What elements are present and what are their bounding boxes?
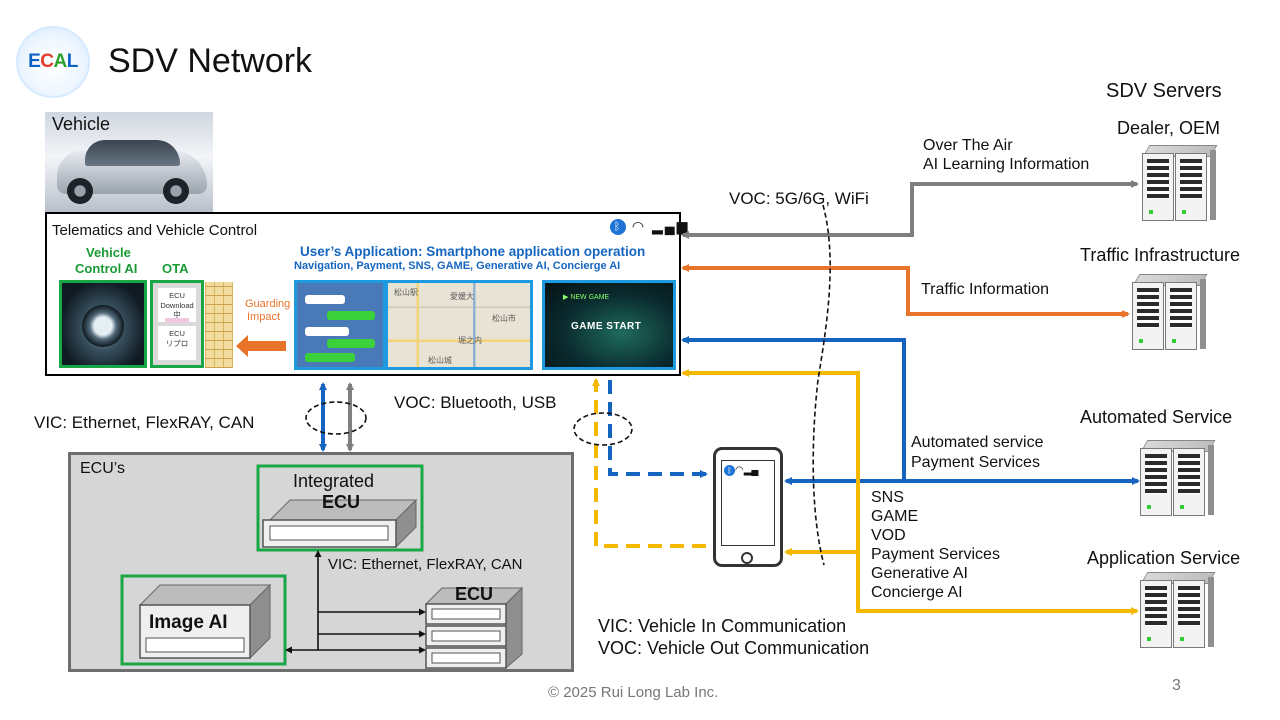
ecal-logo: ECAL <box>18 28 88 96</box>
smartphone-icon: ᛒ◠▂▄ <box>713 447 783 567</box>
logo-letter: A <box>53 51 68 72</box>
vic-main-label: VIC: Ethernet, FlexRAY, CAN <box>34 413 255 432</box>
signal-icon: ▂▄ <box>743 465 759 477</box>
wifi-icon: ◠ <box>631 218 647 234</box>
map-label: 松山駅 <box>394 288 418 297</box>
ecu-label: ECU <box>455 584 494 604</box>
server-label-automated: Automated Service <box>1080 407 1233 427</box>
image-ai-label: Image AI <box>149 612 228 633</box>
wifi-icon: ◠ <box>735 465 744 477</box>
image-ai-frame <box>120 574 287 666</box>
page-title: SDV Network <box>108 42 313 80</box>
game-screenshot: ▶ NEW GAME GAME START <box>542 280 676 370</box>
navigation-map-screenshot: 松山駅 愛媛大 松山市 堀之内 松山城 <box>385 280 533 370</box>
automated-line-2: Payment Services <box>911 454 1040 471</box>
vehicle-control-ai-image <box>59 280 147 368</box>
chat-app-screenshot <box>294 280 386 370</box>
signal-icon: ▂▄▆ <box>652 218 690 234</box>
app-line-concierge-ai: Concierge AI <box>871 584 963 601</box>
ecus-panel-label: ECU’s <box>80 460 126 477</box>
server-rack-icon <box>1142 145 1218 223</box>
servers-heading: SDV Servers <box>1106 80 1222 102</box>
ota-screen2-line1: ECU <box>169 329 185 338</box>
link-traffic-infra <box>681 264 1130 318</box>
ota-screen1-line1: ECU <box>169 291 185 300</box>
integrated-ecu-label-line1: Integrated <box>293 471 375 491</box>
traffic-info-label: Traffic Information <box>921 281 1050 298</box>
voc-wireless-label: VOC: 5G/6G, WiFi <box>729 189 869 208</box>
vehicle-image <box>45 112 213 212</box>
ota-line-2: AI Learning Information <box>923 156 1090 173</box>
map-label: 松山城 <box>428 356 452 365</box>
vehicle-control-ai-label-line1: Vehicle <box>86 245 131 260</box>
link-application-service <box>681 369 1139 615</box>
server-rack-icon <box>1140 440 1216 518</box>
user-app-title: User’s Application: Smartphone applicati… <box>300 244 646 259</box>
guarding-arrow <box>236 335 286 357</box>
logo-letter: C <box>40 51 54 72</box>
automated-line-1: Automated service <box>911 434 1044 451</box>
ecu-internal-bus <box>285 550 426 654</box>
app-line-game: GAME <box>871 508 919 525</box>
map-label: 愛媛大 <box>450 292 474 301</box>
server-label-dealer: Dealer, OEM <box>1117 118 1221 138</box>
ota-label: OTA <box>162 261 189 276</box>
server-label-application: Application Service <box>1087 548 1241 568</box>
firewall-wall <box>205 282 233 368</box>
server-rack-icon <box>1140 572 1216 650</box>
logo-letter: L <box>66 51 79 72</box>
guarding-label-line1: Guarding <box>245 298 291 310</box>
map-label: 堀之内 <box>458 336 482 345</box>
logo-letter: E <box>28 51 41 72</box>
link-dealer-oem <box>681 180 1139 239</box>
ota-screen2-line2: リプロ <box>165 339 189 348</box>
integrated-ecu-label-line2: ECU <box>322 492 361 512</box>
server-label-traffic: Traffic Infrastructure <box>1080 245 1241 265</box>
app-line-sns: SNS <box>871 489 904 506</box>
app-line-vod: VOD <box>871 527 906 544</box>
map-label: 松山市 <box>492 314 516 323</box>
status-icons: ᛒ ◠ ▂▄▆ <box>610 218 690 236</box>
legend-voc: VOC: Vehicle Out Communication <box>598 638 870 658</box>
legend-vic: VIC: Vehicle In Communication <box>598 616 847 636</box>
vic-ellipse <box>305 401 367 435</box>
integrated-ecu-frame <box>256 464 424 552</box>
user-app-subtitle: Navigation, Payment, SNS, GAME, Generati… <box>294 260 621 272</box>
game-start-label: GAME START <box>571 321 642 332</box>
ota-screen: ECU Download中 ECU リプロ <box>150 280 204 368</box>
server-rack-icon <box>1132 274 1208 352</box>
bluetooth-icon: ᛒ <box>610 219 626 236</box>
ecu-stack <box>424 586 524 670</box>
game-new-label: ▶ NEW GAME <box>563 294 610 301</box>
app-line-payment: Payment Services <box>871 546 1000 563</box>
ota-line-1: Over The Air <box>923 137 1013 154</box>
page-number: 3 <box>1172 677 1181 694</box>
bluetooth-icon: ᛒ <box>724 465 735 476</box>
link-bt-blue <box>608 380 708 478</box>
voc-bt-ellipse <box>573 412 633 446</box>
link-bt-yellow <box>592 378 706 548</box>
ota-screen1-line2: Download中 <box>160 301 194 319</box>
guarding-label-line2: Impact <box>247 311 281 323</box>
telematics-title: Telematics and Vehicle Control <box>52 222 258 239</box>
app-line-generative-ai: Generative AI <box>871 565 968 582</box>
vehicle-label: Vehicle <box>52 114 111 134</box>
vehicle-control-ai-label-line2: Control AI <box>75 261 138 276</box>
ecu-internal-vic-label: VIC: Ethernet, FlexRAY, CAN <box>328 556 523 573</box>
voc-bluetooth-label: VOC: Bluetooth, USB <box>394 393 557 412</box>
voc-wireless-curve <box>812 204 831 566</box>
copyright: © 2025 Rui Long Lab Inc. <box>548 684 719 701</box>
